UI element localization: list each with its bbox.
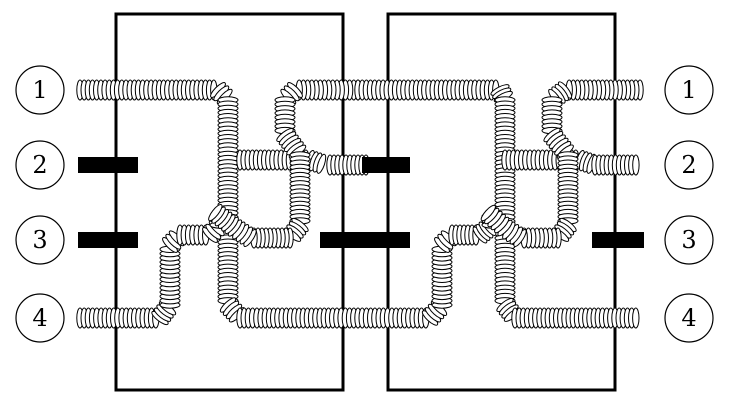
strand-left-cross [208, 79, 362, 249]
right-label-2-text: 2 [681, 151, 696, 179]
bar-right-3 [592, 232, 644, 248]
strand-left-1-to-4 [76, 79, 358, 329]
bar-middle-2 [362, 157, 410, 173]
coiled-strands [76, 79, 644, 329]
right-box [386, 12, 617, 392]
strand-right-4-up [354, 212, 503, 329]
strand-left-2-twist [236, 149, 327, 174]
left-label-2: 2 [15, 140, 65, 190]
left-box [114, 12, 345, 392]
bar-left-3 [78, 232, 138, 248]
right-label-2: 2 [664, 140, 714, 190]
bar-middle-3 [320, 232, 410, 248]
left-label-3-text: 3 [32, 226, 47, 254]
right-label-1-text: 1 [681, 76, 696, 104]
right-label-3-text: 3 [681, 226, 696, 254]
bar-left-2 [78, 157, 138, 173]
left-label-2-text: 2 [32, 151, 47, 179]
right-label-4-text: 4 [681, 304, 696, 332]
right-label-1: 1 [664, 65, 714, 115]
strand-right-cross [480, 79, 644, 249]
left-label-1: 1 [15, 65, 65, 115]
left-label-4-text: 4 [32, 304, 47, 332]
strand-right-1-to-4 [354, 79, 640, 329]
right-label-4: 4 [664, 293, 714, 343]
left-label-3: 3 [15, 215, 65, 265]
strand-right-2-twist [501, 149, 640, 176]
right-label-3: 3 [664, 215, 714, 265]
left-label-1-text: 1 [32, 76, 47, 104]
left-label-4: 4 [15, 293, 65, 343]
